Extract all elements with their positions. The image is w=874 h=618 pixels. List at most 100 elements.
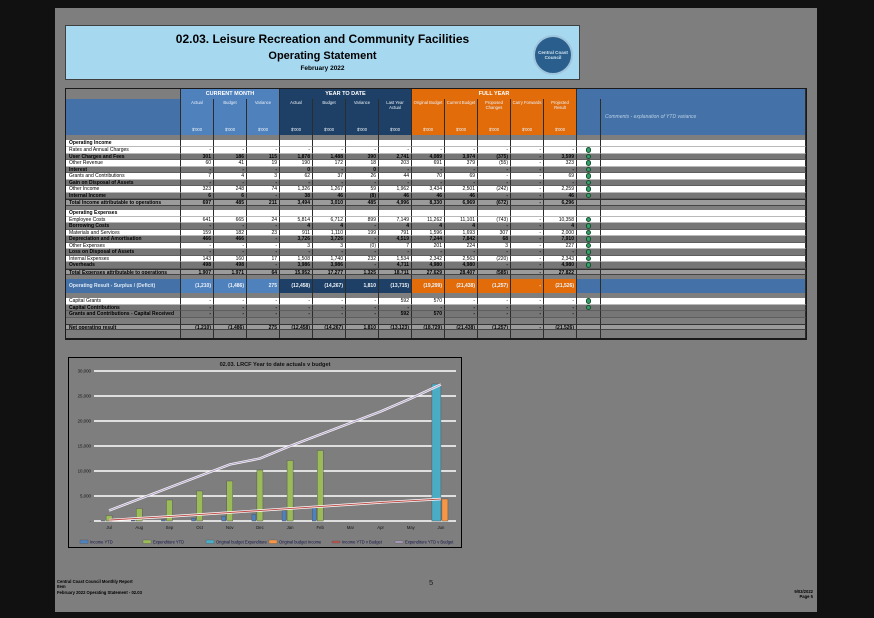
- bar-income-ytd: [131, 520, 136, 522]
- bar-expenditure-ytd: [317, 450, 324, 522]
- footer-right: 9/03/2022 Page 5: [794, 589, 813, 600]
- report-title: 02.03. Leisure Recreation and Community …: [175, 32, 470, 46]
- spacer-row: [66, 205, 806, 210]
- x-tick-label: Jul: [106, 525, 112, 530]
- column-header: Actual$'000: [181, 99, 214, 135]
- report-subtitle: Operating Statement: [268, 50, 377, 62]
- footer-date: 9/03/2022: [794, 589, 813, 594]
- section-header-row: Operating Expenses: [66, 209, 806, 217]
- x-tick-label: Apr: [377, 525, 384, 530]
- legend-label: Expenditure YTD v Budget: [405, 539, 454, 544]
- status-dot-icon: [585, 249, 592, 255]
- status-dot-icon: [585, 186, 592, 192]
- status-dot-icon: [585, 173, 592, 179]
- status-dot-icon: [585, 262, 592, 268]
- x-tick-label: Nov: [226, 525, 234, 530]
- x-tick-label: Oct: [196, 525, 203, 530]
- y-tick-label: 10,000: [78, 469, 92, 474]
- x-tick-label: Jun: [437, 525, 445, 530]
- spacer-row: [66, 317, 806, 324]
- title-band: 02.03. Leisure Recreation and Community …: [65, 25, 580, 80]
- bar-expenditure-ytd: [286, 460, 294, 522]
- column-header: Current Budget$'000: [445, 99, 478, 135]
- y-tick-label: 25,000: [78, 394, 92, 399]
- spacer-row: [66, 293, 806, 298]
- column-header: Actual$'000: [280, 99, 313, 135]
- footer-left-line1: Central Coast Council Monthly Report: [57, 579, 133, 584]
- bar-original-budget-income: [441, 498, 449, 522]
- legend-label: Original budget Income: [279, 539, 322, 544]
- bar-income-ytd: [221, 516, 226, 522]
- status-dot-icon: [585, 166, 592, 172]
- legend-label: Income YTD: [90, 539, 113, 544]
- status-dot-icon: [585, 147, 592, 153]
- legend-label: Expenditure YTD: [153, 539, 184, 544]
- y-zero-label: -: [90, 519, 92, 524]
- bar-income-ytd: [251, 514, 257, 522]
- bar-original-budget-expenditure: [431, 383, 442, 522]
- status-dot-icon: [585, 304, 592, 310]
- legend-swatch: [331, 540, 341, 544]
- status-dot-icon: [585, 216, 592, 222]
- table-row: Total Expenses attributable to operation…: [66, 268, 806, 275]
- legend-label: Original budget Expenditure: [216, 539, 267, 544]
- x-tick-label: May: [407, 525, 416, 530]
- report-date: February 2022: [300, 65, 345, 72]
- section-header-row: Operating Income: [66, 140, 806, 147]
- spacer-row: [66, 135, 806, 140]
- spacer-row: [66, 330, 806, 338]
- legend-swatch: [79, 539, 89, 544]
- status-dot-icon: [585, 255, 592, 261]
- bar-income-ytd: [281, 510, 287, 522]
- bar-expenditure-ytd: [226, 480, 233, 522]
- column-header: Last Year Actual$'000: [379, 99, 412, 135]
- bar-expenditure-ytd: [105, 515, 113, 522]
- chart-svg: 5,00010,00015,00020,00025,00030,000-02.0…: [68, 357, 462, 548]
- table-row: Net operating result(1,210)(1,486)275(12…: [66, 323, 806, 330]
- x-tick-label: Dec: [256, 525, 264, 530]
- x-tick-label: Mar: [347, 525, 355, 530]
- status-dot-icon: [585, 160, 592, 166]
- column-header: Projected Result$'000: [544, 99, 577, 135]
- spacer-row: [66, 275, 806, 279]
- group-header-full-year: FULL YEAR: [412, 89, 577, 99]
- column-header: Variance$'000: [346, 99, 379, 135]
- bar-income-ytd: [191, 518, 196, 522]
- x-tick-label: Aug: [135, 525, 143, 530]
- column-header: Budget$'000: [214, 99, 247, 135]
- column-header: Carry Forwards$'000: [511, 99, 544, 135]
- comments-header: Comments - explanation of YTD variance: [601, 99, 806, 135]
- column-header: Budget$'000: [313, 99, 346, 135]
- bar-expenditure-ytd: [166, 499, 173, 522]
- y-tick-label: 30,000: [78, 369, 92, 374]
- row-label-header: [66, 99, 181, 135]
- status-dot-icon: [585, 236, 592, 242]
- status-dot-icon: [585, 298, 592, 304]
- line-expenditure-ytd-v-budget: [108, 384, 442, 512]
- column-header: Proposed Changes$'000: [478, 99, 511, 135]
- table-row: Grants and Contributions - Capital Recei…: [66, 311, 806, 318]
- legend-swatch: [268, 539, 278, 544]
- bar-expenditure-ytd: [136, 508, 143, 522]
- legend-swatch: [205, 539, 215, 544]
- column-header: Original Budget$'000: [412, 99, 445, 135]
- chart-title: 02.03. LRCF Year to date actuals v budge…: [220, 362, 331, 368]
- operating-result-band: Operating Result - Surplus / (Deficit)(1…: [66, 279, 806, 293]
- footer-left: Central Coast Council Monthly Report Ite…: [57, 579, 142, 595]
- bar-income-ytd: [100, 520, 106, 522]
- y-tick-label: 20,000: [78, 419, 92, 424]
